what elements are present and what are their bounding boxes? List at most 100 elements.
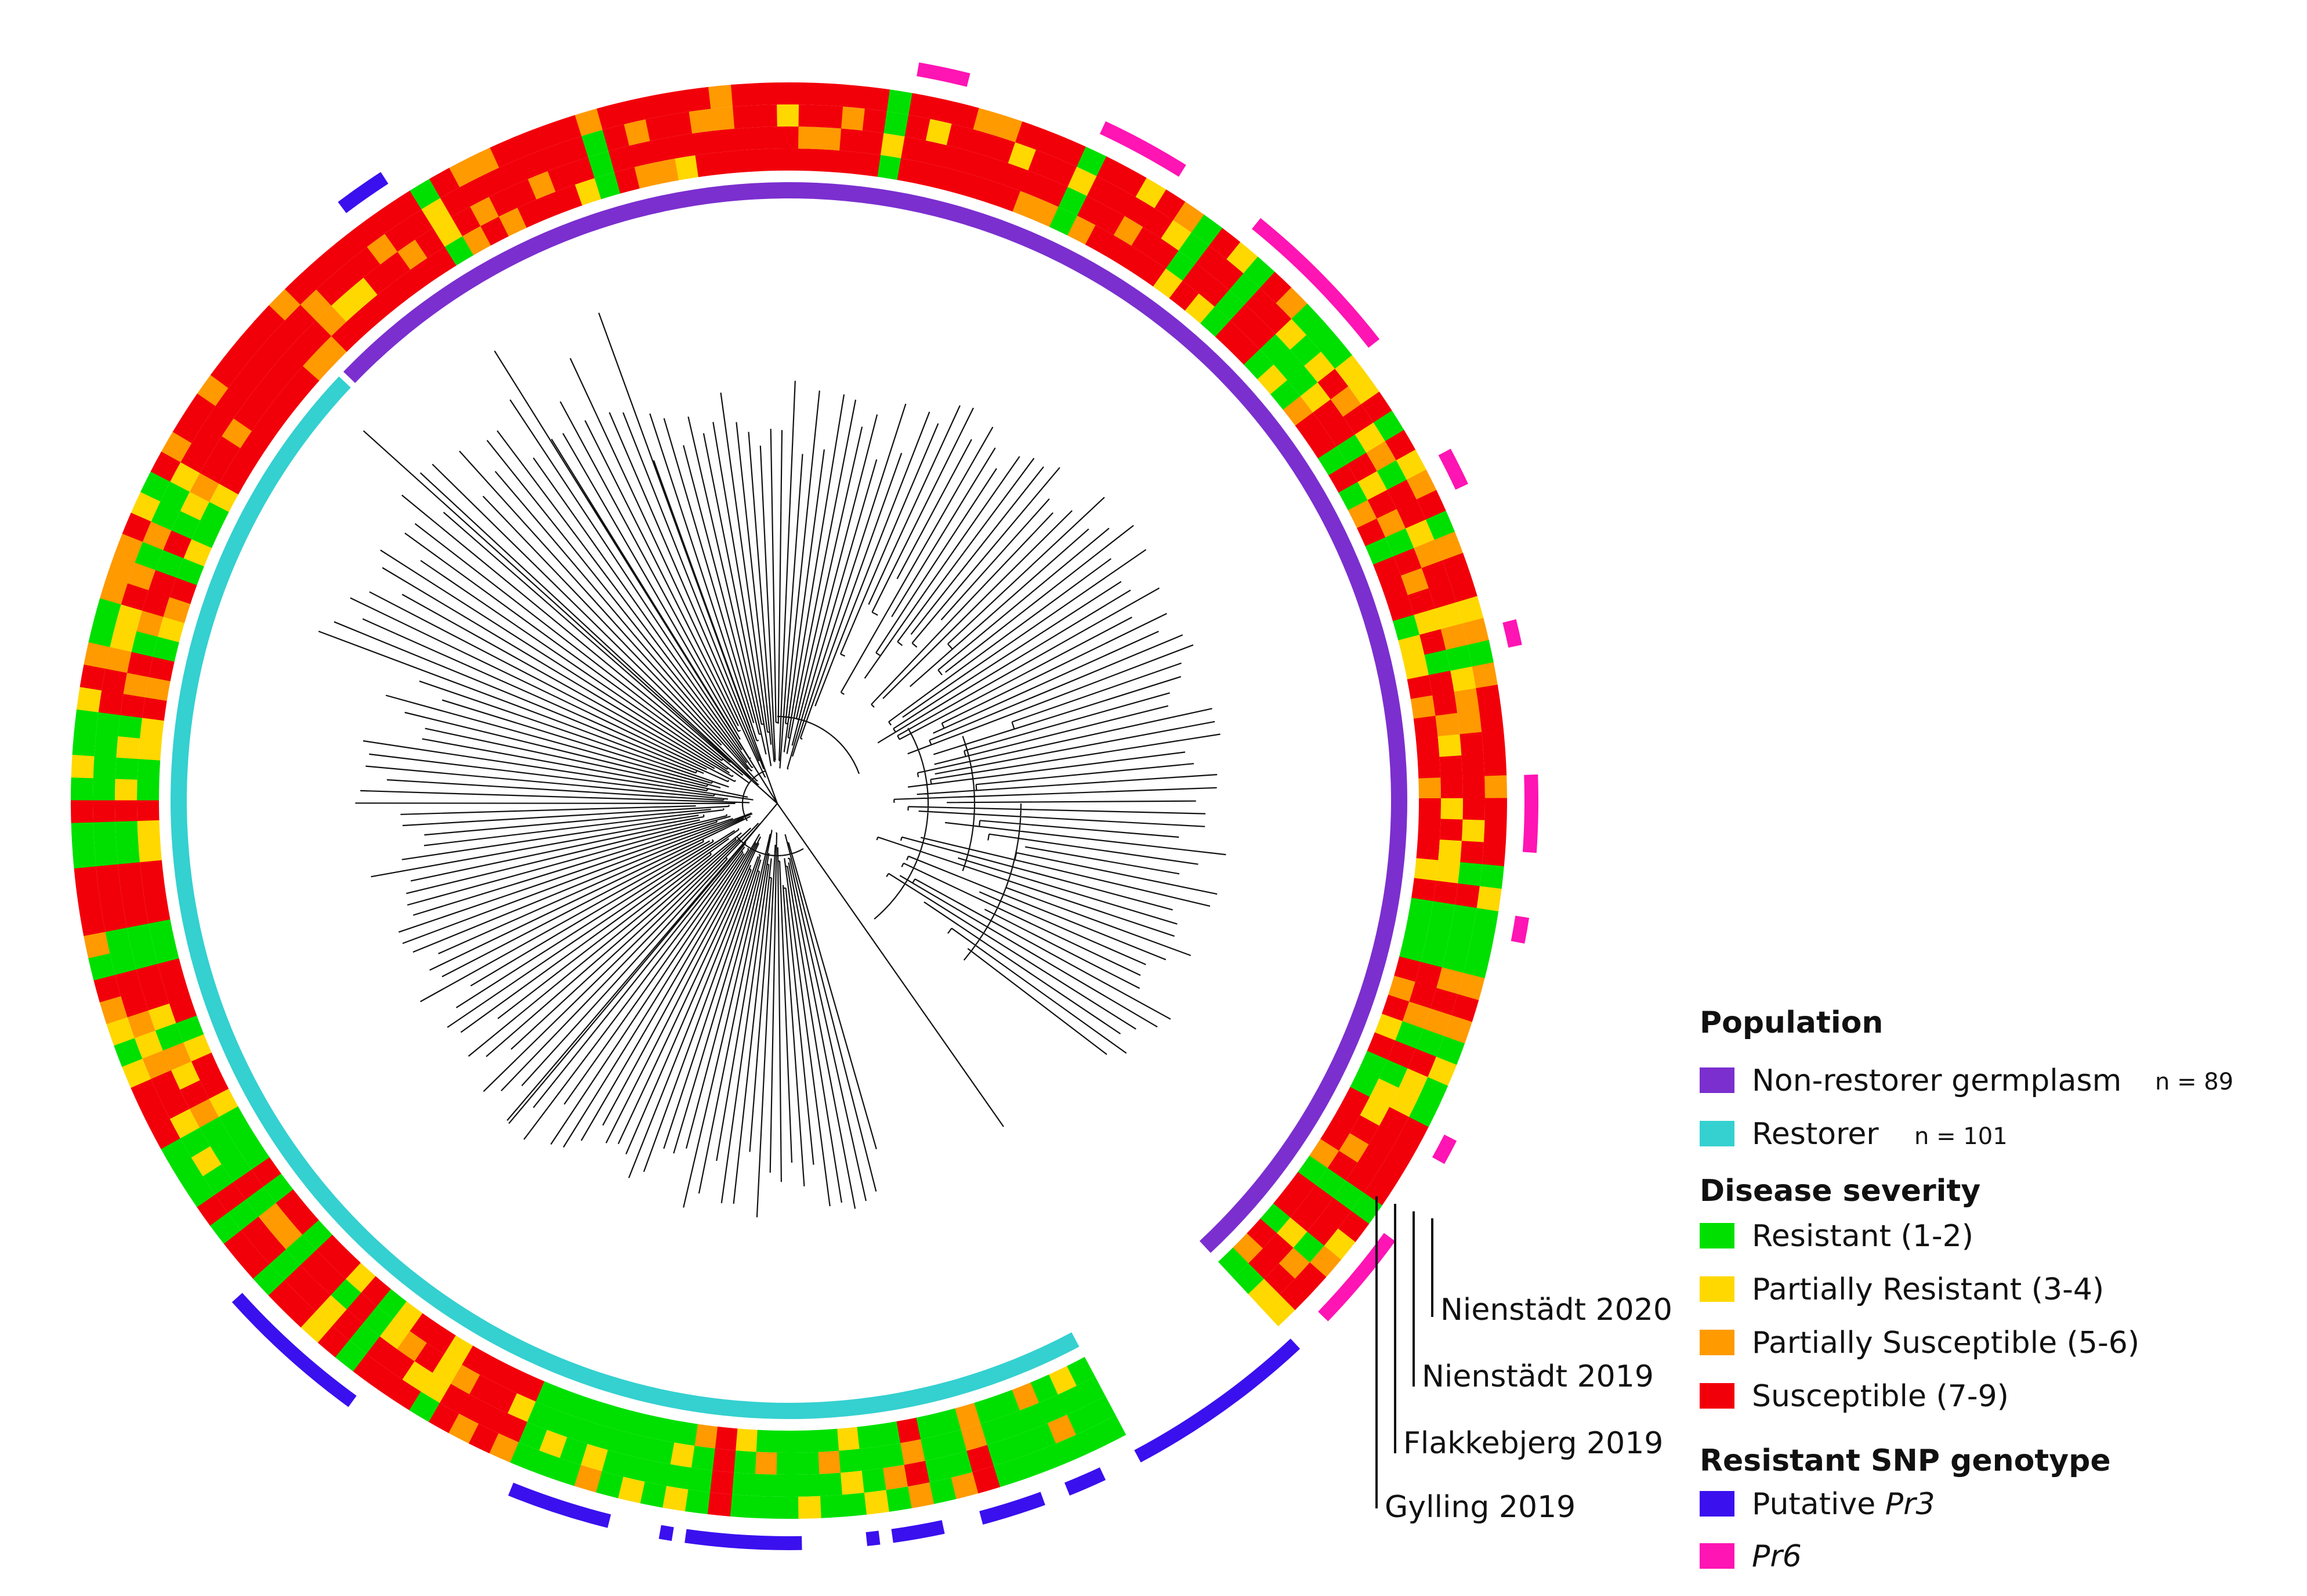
heatmap-cell xyxy=(896,1417,921,1443)
heatmap-cell xyxy=(903,1461,930,1487)
heatmap-cell xyxy=(856,1424,880,1449)
heatmap-cell xyxy=(317,335,347,367)
legend-swatch-non-restorer xyxy=(1700,1067,1734,1093)
heatmap-cell xyxy=(314,1264,346,1295)
heatmap-cell xyxy=(1185,293,1215,324)
heatmap-cell xyxy=(1396,499,1426,529)
heatmap-cell xyxy=(276,381,307,412)
heatmap-cell xyxy=(1420,942,1447,968)
heatmap-cell xyxy=(1095,1415,1127,1446)
heatmap-cell xyxy=(1479,707,1504,733)
heatmap-cell xyxy=(272,350,303,382)
heatmap-cell xyxy=(79,909,106,936)
heatmap-cell xyxy=(1056,137,1087,167)
heatmap-cell xyxy=(1116,167,1147,197)
heatmap-cell xyxy=(1467,640,1494,667)
heatmap-cell xyxy=(1413,715,1438,739)
heatmap-cell xyxy=(601,1450,629,1477)
heatmap-cell xyxy=(148,1003,176,1031)
heatmap-cell xyxy=(94,842,118,867)
heatmap-cell xyxy=(1415,736,1440,759)
heatmap-cell xyxy=(539,143,568,171)
heatmap-cell xyxy=(271,1218,303,1250)
snp-genotype-ring xyxy=(231,62,1538,1550)
heatmap-cell xyxy=(1461,754,1485,777)
heatmap-cell xyxy=(897,158,922,184)
heatmap-cell xyxy=(302,1219,332,1250)
heatmap-cell xyxy=(180,1127,211,1158)
heatmap-cell xyxy=(593,1402,620,1429)
heatmap-cell xyxy=(499,158,528,188)
heatmap-cell xyxy=(134,1030,163,1059)
heatmap-cell xyxy=(488,1384,517,1414)
heatmap-cell xyxy=(731,83,756,107)
heatmap-cell xyxy=(689,108,714,134)
heatmap-cell xyxy=(361,294,392,325)
heatmap-cell xyxy=(153,636,180,662)
heatmap-cell xyxy=(1406,519,1435,549)
heatmap-cell xyxy=(137,779,160,801)
heatmap-cell xyxy=(131,943,158,969)
snp-mark-pr6 xyxy=(917,62,970,87)
legend-label-pr6: Pr6 xyxy=(1752,1539,1802,1574)
heatmap-cell xyxy=(155,1022,184,1051)
heatmap-cell xyxy=(1407,897,1433,922)
heatmap-cell xyxy=(843,84,868,109)
heatmap-cell xyxy=(1462,798,1486,821)
heatmap-cell xyxy=(756,149,778,172)
heatmap-cell xyxy=(841,106,865,131)
heatmap-cell xyxy=(1425,511,1455,541)
heatmap-cell xyxy=(1257,364,1288,395)
heatmap-cell xyxy=(754,82,778,106)
heatmap-cell xyxy=(733,105,756,129)
heatmap-cell xyxy=(1403,654,1429,680)
heatmap-cell xyxy=(907,1482,935,1508)
env-label-flakkebjerg-2019: Flakkebjerg 2019 xyxy=(1403,1426,1663,1461)
heatmap-cell xyxy=(251,414,282,444)
heatmap-cell xyxy=(654,158,679,184)
heatmap-cell xyxy=(470,196,499,226)
heatmap-cell xyxy=(1483,752,1507,777)
heatmap-cell xyxy=(1433,881,1458,906)
heatmap-cell xyxy=(331,321,362,352)
heatmap-cell xyxy=(925,118,953,146)
heatmap-cell xyxy=(862,108,888,133)
heatmap-cell xyxy=(1230,304,1261,335)
heatmap-cell xyxy=(859,1446,883,1471)
heatmap-cell xyxy=(155,549,184,578)
heatmap-cell xyxy=(115,778,137,801)
heatmap-cell xyxy=(857,152,881,177)
heatmap-cell xyxy=(161,431,192,462)
heatmap-cell xyxy=(1457,710,1482,735)
legend-heading-snp-genotype: Resistant SNP genotype xyxy=(1700,1443,2111,1478)
heatmap-cell xyxy=(1381,994,1410,1022)
heatmap-cell xyxy=(106,554,135,584)
heatmap-cell xyxy=(614,167,640,194)
heatmap-cell xyxy=(669,1442,695,1468)
heatmap-cell xyxy=(1402,1001,1430,1029)
heatmap-cell xyxy=(1446,645,1472,672)
heatmap-cell xyxy=(567,157,595,185)
heatmap-cell xyxy=(777,148,799,171)
heatmap-cell xyxy=(1260,1203,1291,1234)
heatmap-cell xyxy=(607,1428,634,1456)
heatmap-cell xyxy=(137,758,161,781)
heatmap-cell xyxy=(1243,349,1274,380)
heatmap-cell xyxy=(950,1472,979,1500)
heatmap-cell xyxy=(1215,320,1246,351)
heatmap-cell xyxy=(1096,156,1128,187)
heatmap-cell xyxy=(288,1204,319,1235)
heatmap-cell xyxy=(714,1426,738,1451)
heatmap-cell xyxy=(1135,178,1167,209)
heatmap-cell xyxy=(987,135,1016,164)
snp-mark-pr6 xyxy=(1099,121,1186,177)
heatmap-cell xyxy=(137,819,161,842)
heatmap-cell xyxy=(120,693,146,718)
heatmap-cell xyxy=(1049,207,1078,236)
heatmap-cell xyxy=(734,127,758,151)
heatmap-cell xyxy=(377,281,408,312)
legend-count-restorer: n = 101 xyxy=(1914,1123,2008,1150)
heatmap-cell xyxy=(1436,967,1464,995)
heatmap-cell xyxy=(546,1409,575,1438)
heatmap-cell xyxy=(986,1438,1015,1467)
